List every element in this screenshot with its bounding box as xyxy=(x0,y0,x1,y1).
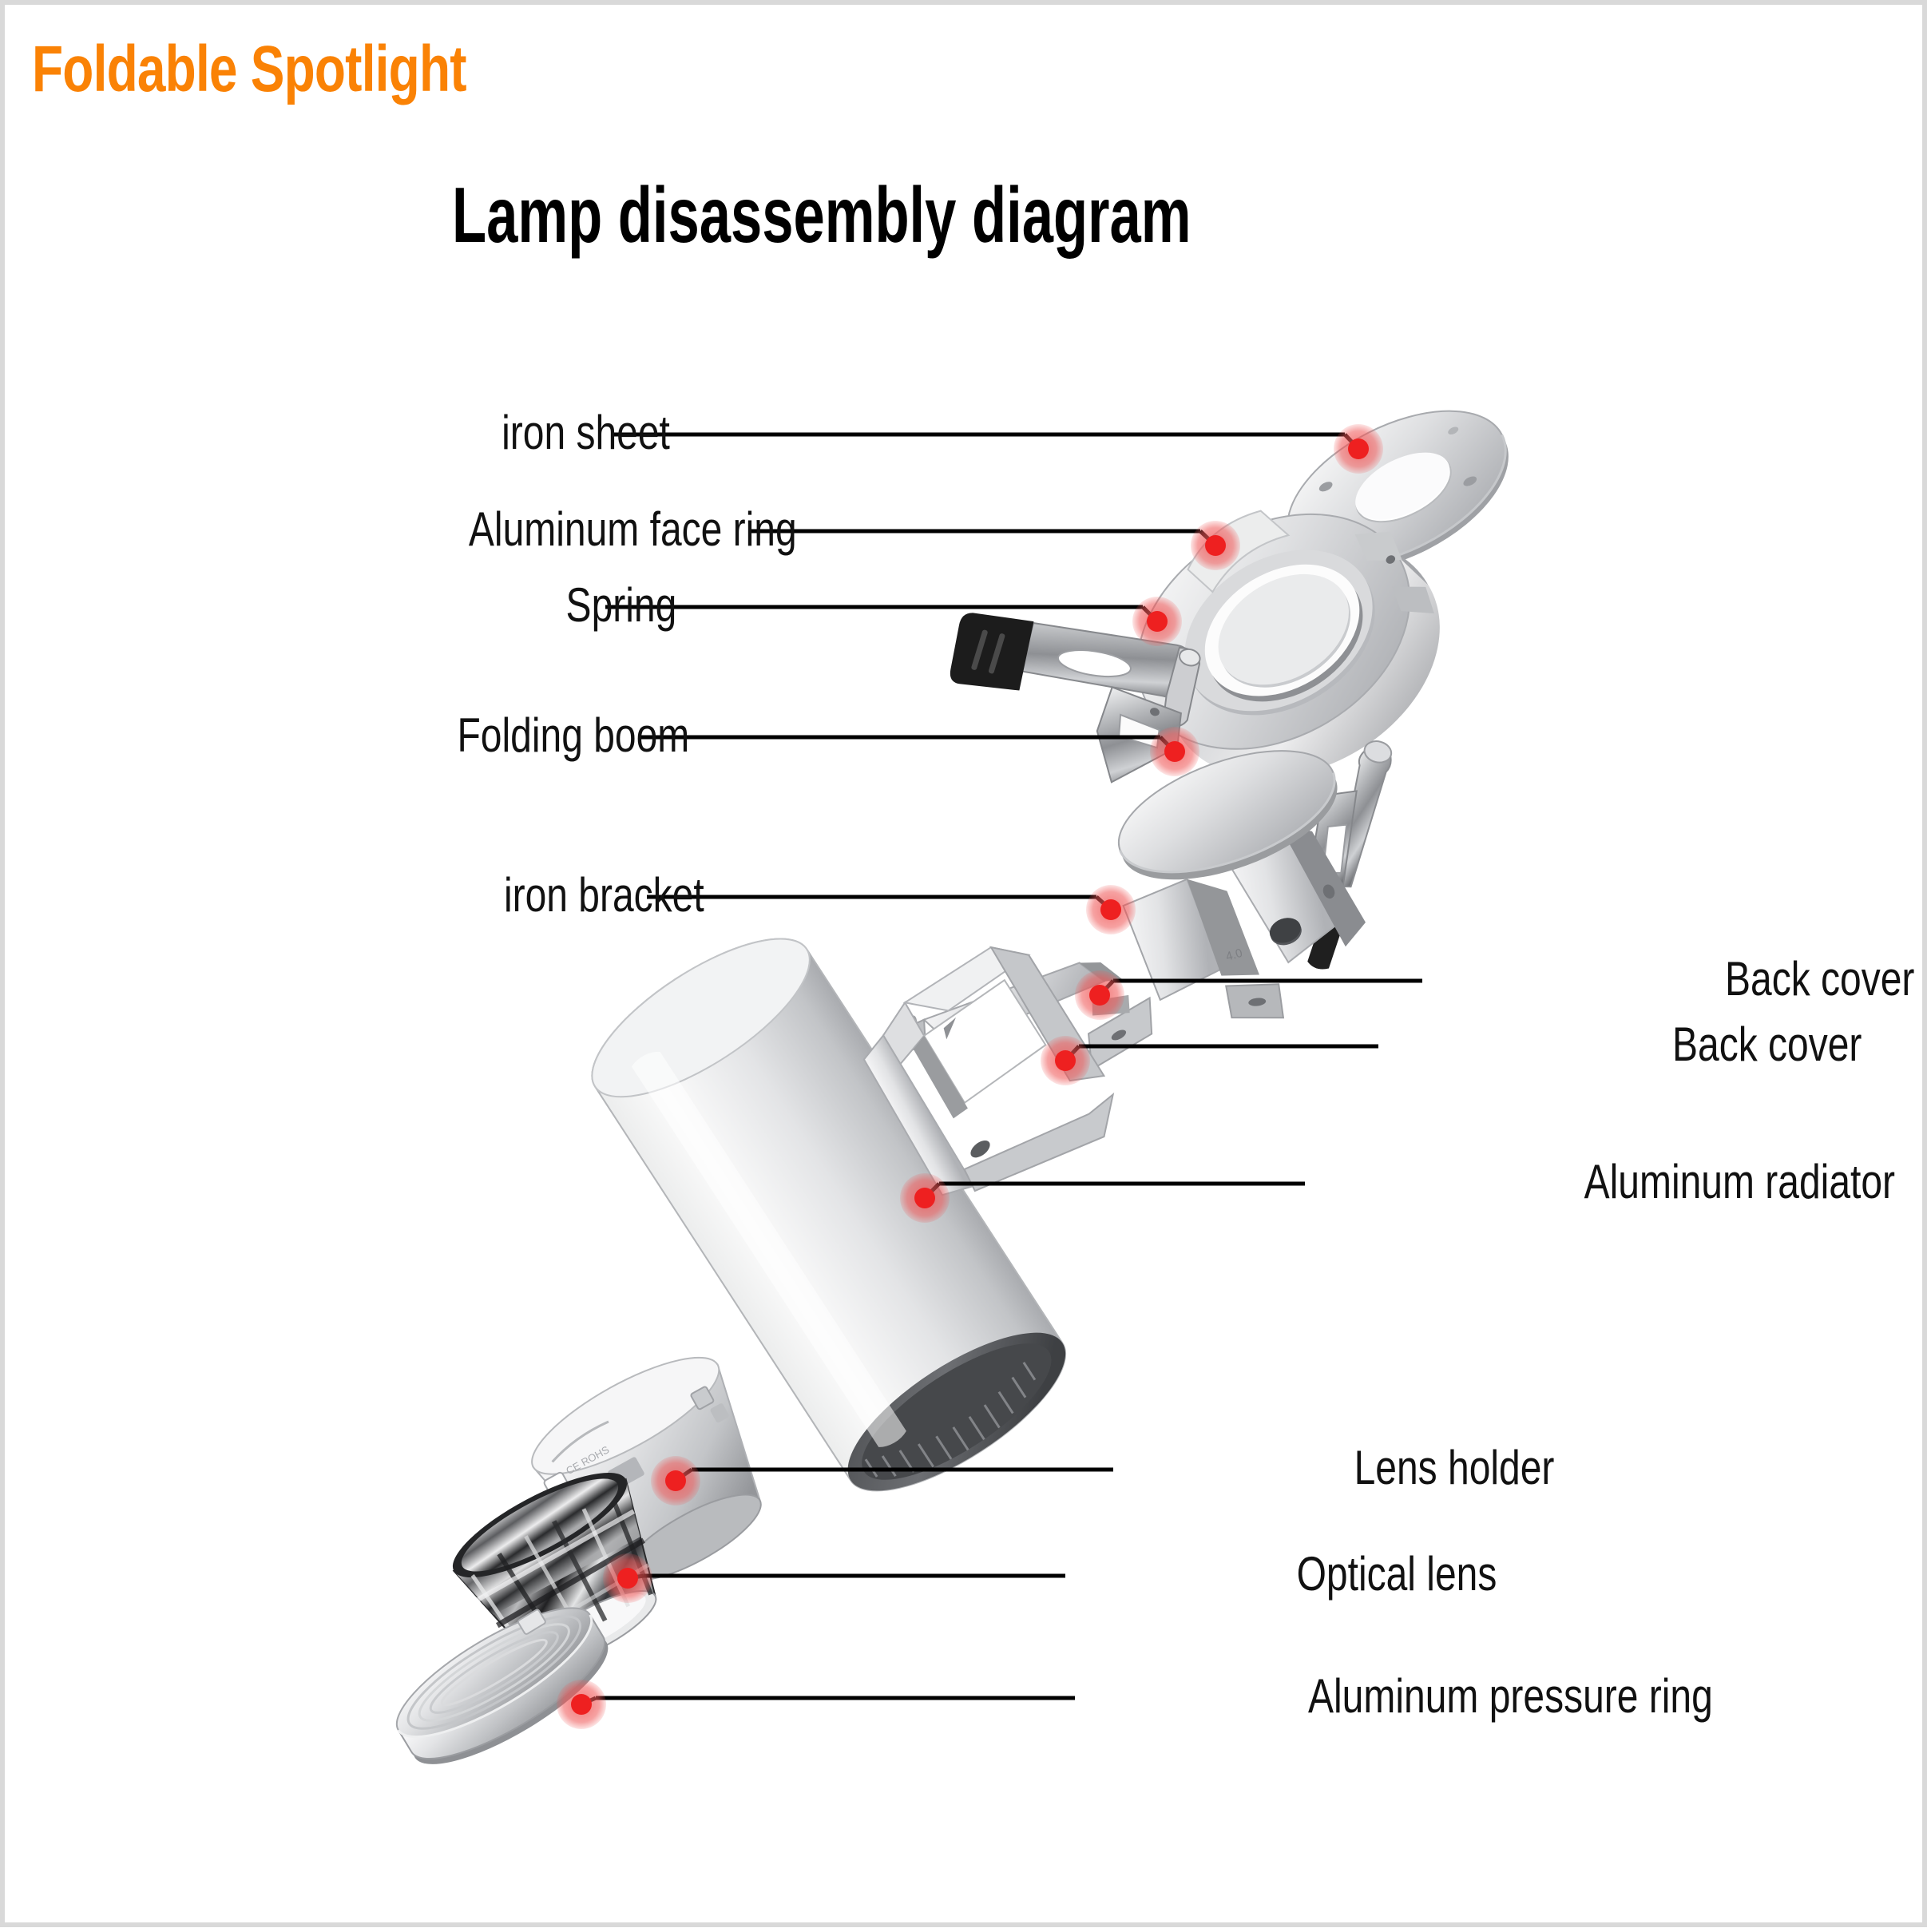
part-back-cover xyxy=(862,946,1115,1196)
callout-folding-boom: Folding boom xyxy=(457,708,1199,776)
part-label-aluminum-pressure-ring: Aluminum pressure ring xyxy=(1308,1669,1713,1723)
exploded-view-stage: 4.0 xyxy=(5,5,1927,1932)
callout-spring: Spring xyxy=(566,578,1182,646)
part-spring xyxy=(950,613,1201,784)
marker-dot-aluminum-radiator[interactable] xyxy=(914,1188,935,1208)
part-label-folding-boom: Folding boom xyxy=(457,708,689,762)
part-iron-bracket: 4.0 xyxy=(1087,878,1285,1071)
callout-back-cover-plate: Back cover plate xyxy=(1075,952,1927,1020)
part-folding-boom xyxy=(1117,750,1366,964)
marker-dot-optical-lens[interactable] xyxy=(617,1568,638,1589)
part-aluminum-pressure-ring xyxy=(395,1607,609,1764)
marker-dot-back-cover-plate[interactable] xyxy=(1089,985,1110,1006)
part-label-aluminum-radiator: Aluminum radiator xyxy=(1584,1155,1895,1208)
callout-back-cover: Back cover xyxy=(1041,1018,1862,1085)
part-label-spring: Spring xyxy=(566,578,677,632)
callout-lens-holder: Lens holder xyxy=(651,1441,1554,1506)
marker-dot-iron-bracket[interactable] xyxy=(1100,899,1121,920)
part-label-iron-bracket: iron bracket xyxy=(504,868,704,922)
part-label-back-cover: Back cover xyxy=(1672,1018,1862,1071)
marker-dot-aluminum-pressure-ring[interactable] xyxy=(571,1694,592,1715)
diagram-title: Lamp disassembly diagram xyxy=(452,171,1191,259)
marker-dot-iron-sheet[interactable] xyxy=(1348,438,1369,459)
part-aluminum-radiator xyxy=(591,938,1067,1492)
callout-aluminum-pressure-ring: Aluminum pressure ring xyxy=(557,1669,1713,1729)
callout-aluminum-face-ring: Aluminum face ring xyxy=(469,502,1240,570)
callout-iron-sheet: iron sheet xyxy=(502,406,1383,474)
marker-dot-spring[interactable] xyxy=(1147,611,1168,632)
callout-aluminum-radiator: Aluminum radiator xyxy=(900,1155,1895,1223)
marker-dot-lens-holder[interactable] xyxy=(665,1470,686,1491)
page-title: Foldable Spotlight xyxy=(32,33,467,105)
part-label-lens-holder: Lens holder xyxy=(1354,1441,1555,1494)
callout-optical-lens: Optical lens xyxy=(603,1547,1497,1603)
svg-text:4.0: 4.0 xyxy=(1224,946,1244,964)
marker-dot-back-cover[interactable] xyxy=(1055,1050,1076,1071)
marker-dot-aluminum-face-ring[interactable] xyxy=(1205,535,1226,556)
marker-dot-folding-boom[interactable] xyxy=(1164,741,1185,762)
part-label-iron-sheet: iron sheet xyxy=(502,406,670,459)
part-label-back-cover-plate: Back cover plate xyxy=(1725,952,1927,1006)
part-label-optical-lens: Optical lens xyxy=(1297,1547,1497,1601)
part-aluminum-face-ring xyxy=(1136,510,1440,778)
callout-iron-bracket: iron bracket xyxy=(504,868,1136,934)
part-label-aluminum-face-ring: Aluminum face ring xyxy=(469,502,797,556)
